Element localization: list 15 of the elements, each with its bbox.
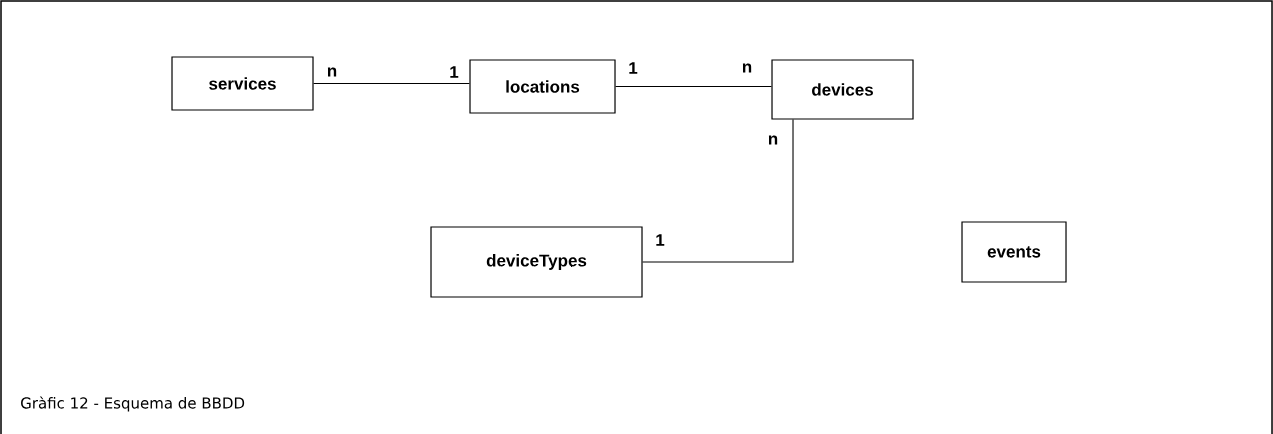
cardinality-label: 1 [450,66,459,78]
connector-line [615,85,772,88]
entity-box: devices [771,59,914,120]
entity-box: events [961,221,1067,283]
cardinality-label: n [742,63,752,73]
entity-box: services [171,56,314,111]
connector-line [313,82,470,85]
cardinality-label: n [768,135,778,145]
cardinality-label: n [327,67,337,77]
cardinality-label: 1 [629,62,638,74]
entity-box: deviceTypes [430,226,643,298]
connector-line [642,119,794,263]
cardinality-label: 1 [656,234,665,246]
caption: Gràfic 12 - Esquema de BBDD [21,396,245,412]
entity-box: locations [469,59,616,114]
